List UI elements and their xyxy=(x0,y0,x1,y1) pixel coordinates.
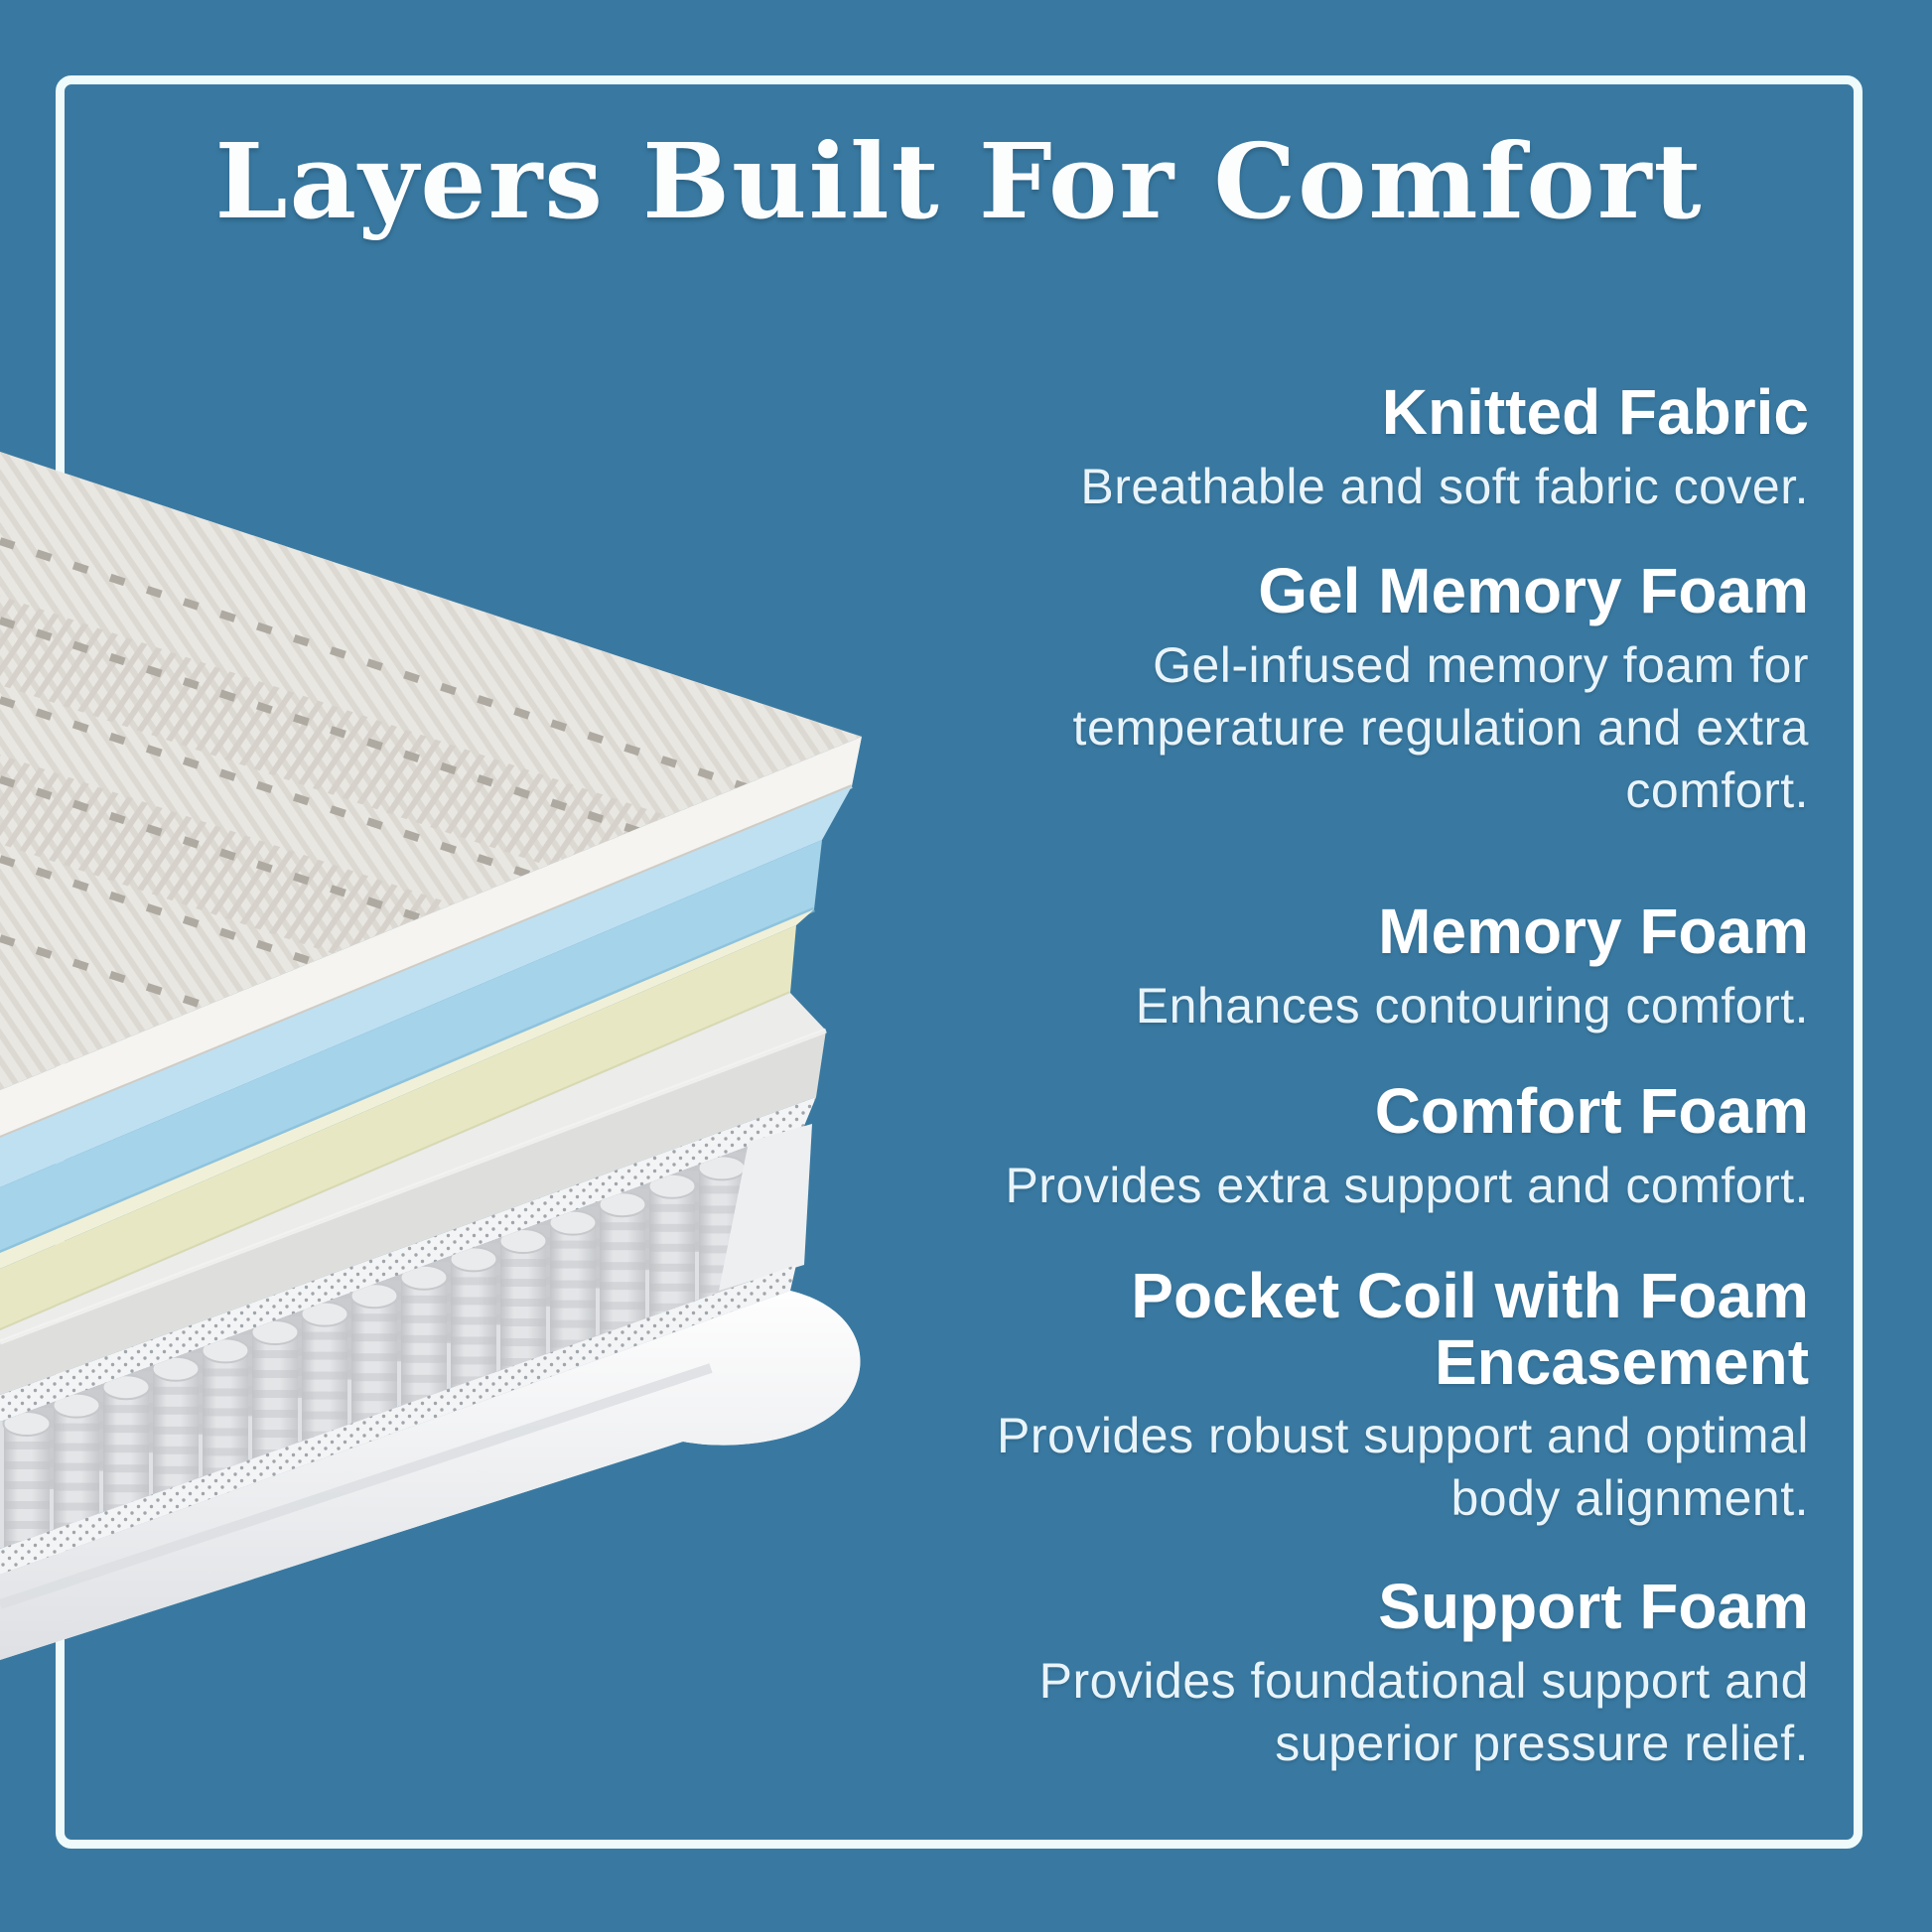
section-heading: Support Foam xyxy=(1378,1571,1809,1642)
section-description: Provides robust support and optimal body… xyxy=(997,1408,1809,1527)
section-knitted-fabric: Knitted Fabric Breathable and soft fabri… xyxy=(886,379,1809,518)
section-memory-foam: Memory Foam Enhances contouring comfort. xyxy=(886,898,1809,1037)
section-description: Breathable and soft fabric cover. xyxy=(1080,458,1809,514)
section-heading: Knitted Fabric xyxy=(1381,376,1809,448)
section-heading: Comfort Foam xyxy=(1374,1075,1809,1147)
section-description: Provides extra support and comfort. xyxy=(1005,1157,1809,1213)
section-heading: Gel Memory Foam xyxy=(1258,555,1809,626)
section-heading: Pocket Coil with Foam Encasement xyxy=(1131,1260,1809,1398)
section-description: Enhances contouring comfort. xyxy=(1135,977,1809,1034)
page-title: Layers Built For Comfort xyxy=(214,120,1704,242)
section-pocket-coil: Pocket Coil with Foam Encasement Provide… xyxy=(886,1263,1809,1530)
section-heading: Memory Foam xyxy=(1378,896,1809,967)
section-gel-memory-foam: Gel Memory Foam Gel-infused memory foam … xyxy=(886,558,1809,822)
section-comfort-foam: Comfort Foam Provides extra support and … xyxy=(886,1078,1809,1217)
section-description: Gel-infused memory foam for temperature … xyxy=(1072,636,1809,818)
section-support-foam: Support Foam Provides foundational suppo… xyxy=(886,1574,1809,1775)
section-description: Provides foundational support and superi… xyxy=(1038,1652,1809,1771)
